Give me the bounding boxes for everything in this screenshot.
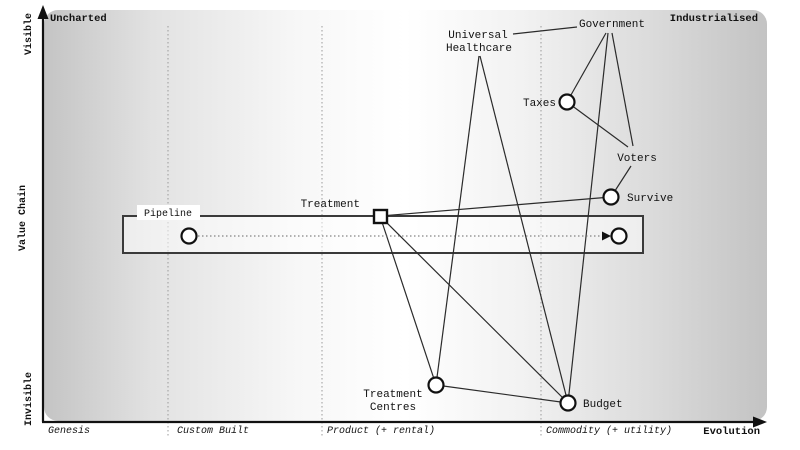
edge-universal-healthcare-government xyxy=(512,26,578,35)
x-stage-commodity: Commodity (+ utility) xyxy=(546,425,672,437)
x-stage-product: Product (+ rental) xyxy=(327,425,435,437)
label-treatment-centres-line2: Centres xyxy=(370,402,416,414)
edge-treatment-centres-budget xyxy=(435,384,569,404)
label-voters: Voters xyxy=(617,153,657,165)
y-axis-label-invisible: Invisible xyxy=(23,372,35,426)
node-budget xyxy=(559,394,577,412)
label-universal-healthcare-line1: Universal xyxy=(448,30,507,42)
label-treatment: Treatment xyxy=(301,199,360,211)
x-stage-genesis: Genesis xyxy=(48,425,90,437)
edge-treatment-treatment-centres xyxy=(379,215,437,386)
node-treatment-square xyxy=(372,208,389,225)
edge-treatment-budget xyxy=(379,215,569,404)
x-axis-arrowhead-icon xyxy=(753,416,767,428)
node-pipeline-start xyxy=(180,227,198,245)
y-axis-label-visible: Visible xyxy=(23,13,35,55)
edge-group xyxy=(379,26,634,404)
label-survive: Survive xyxy=(627,193,673,205)
y-axis-arrowhead-icon xyxy=(37,5,49,19)
label-government: Government xyxy=(579,19,645,31)
label-treatment-centres-line1: Treatment xyxy=(363,389,422,401)
label-universal-healthcare-line2: Healthcare xyxy=(446,43,512,55)
edge-universal-healthcare-budget xyxy=(479,55,569,404)
label-taxes: Taxes xyxy=(523,98,556,110)
region-label-uncharted: Uncharted xyxy=(50,13,107,25)
label-budget: Budget xyxy=(583,399,623,411)
edge-universal-healthcare-treatment-centres xyxy=(435,55,480,386)
node-pipeline-end xyxy=(610,227,628,245)
node-treatment-centres xyxy=(427,376,445,394)
edge-government-budget xyxy=(567,32,609,404)
edge-government-taxes xyxy=(566,32,607,103)
node-taxes xyxy=(558,93,576,111)
x-stage-custom-built: Custom Built xyxy=(177,425,249,437)
x-axis-title-evolution: Evolution xyxy=(703,426,760,438)
edge-taxes-voters xyxy=(566,101,629,148)
pipeline-arrowhead-icon xyxy=(602,231,611,241)
y-axis-title: Value Chain xyxy=(17,185,29,251)
edge-government-voters xyxy=(611,32,634,147)
label-pipeline: Pipeline xyxy=(144,208,192,220)
edge-treatment-survive xyxy=(379,196,612,217)
node-survive xyxy=(602,188,620,206)
region-label-industrialised: Industrialised xyxy=(670,13,758,25)
pipeline-label-chip xyxy=(137,205,200,220)
